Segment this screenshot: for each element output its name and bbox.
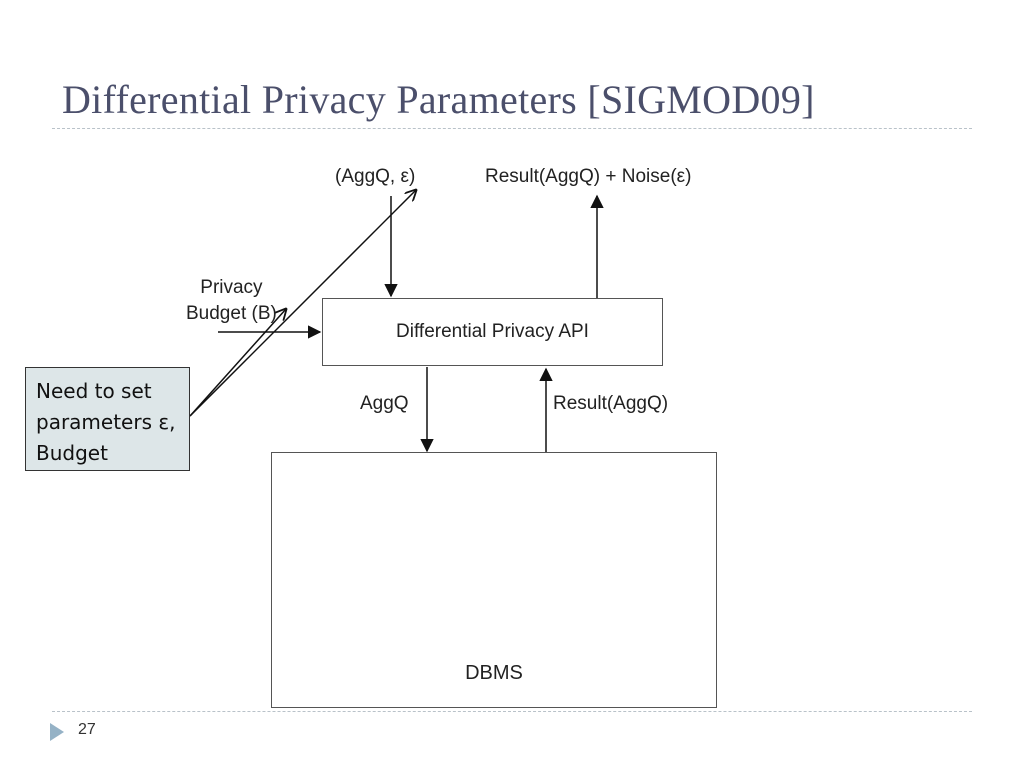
api-box-label: Differential Privacy API <box>396 321 589 342</box>
result-aggq-label: Result(AggQ) <box>553 393 669 414</box>
footer-divider <box>52 711 972 712</box>
page-number: 27 <box>78 721 96 738</box>
callout-pointer-budget <box>189 309 286 417</box>
footer-triangle-icon <box>50 723 64 741</box>
privacy-budget-label: Privacy Budget (B) <box>186 275 277 327</box>
output-result-label: Result(AggQ) + Noise(ε) <box>485 166 692 187</box>
differential-privacy-api-box: Differential Privacy API <box>322 298 663 366</box>
callout-line-3: Budget <box>36 441 108 465</box>
callout-line-2: parameters ε, <box>36 410 176 434</box>
dbms-box: DBMS <box>271 452 717 708</box>
input-query-label: (AggQ, ε) <box>335 166 416 187</box>
callout-box: Need to set parameters ε, Budget <box>25 367 190 471</box>
privacy-budget-line2: Budget (B) <box>186 303 277 324</box>
dbms-label: DBMS <box>465 662 523 684</box>
title-divider <box>52 128 972 129</box>
aggq-label: AggQ <box>360 393 409 414</box>
privacy-budget-line1: Privacy <box>200 277 263 298</box>
slide-title: Differential Privacy Parameters [SIGMOD0… <box>62 77 815 122</box>
callout-line-1: Need to set <box>36 379 152 403</box>
callout-pointer-epsilon <box>189 190 416 417</box>
